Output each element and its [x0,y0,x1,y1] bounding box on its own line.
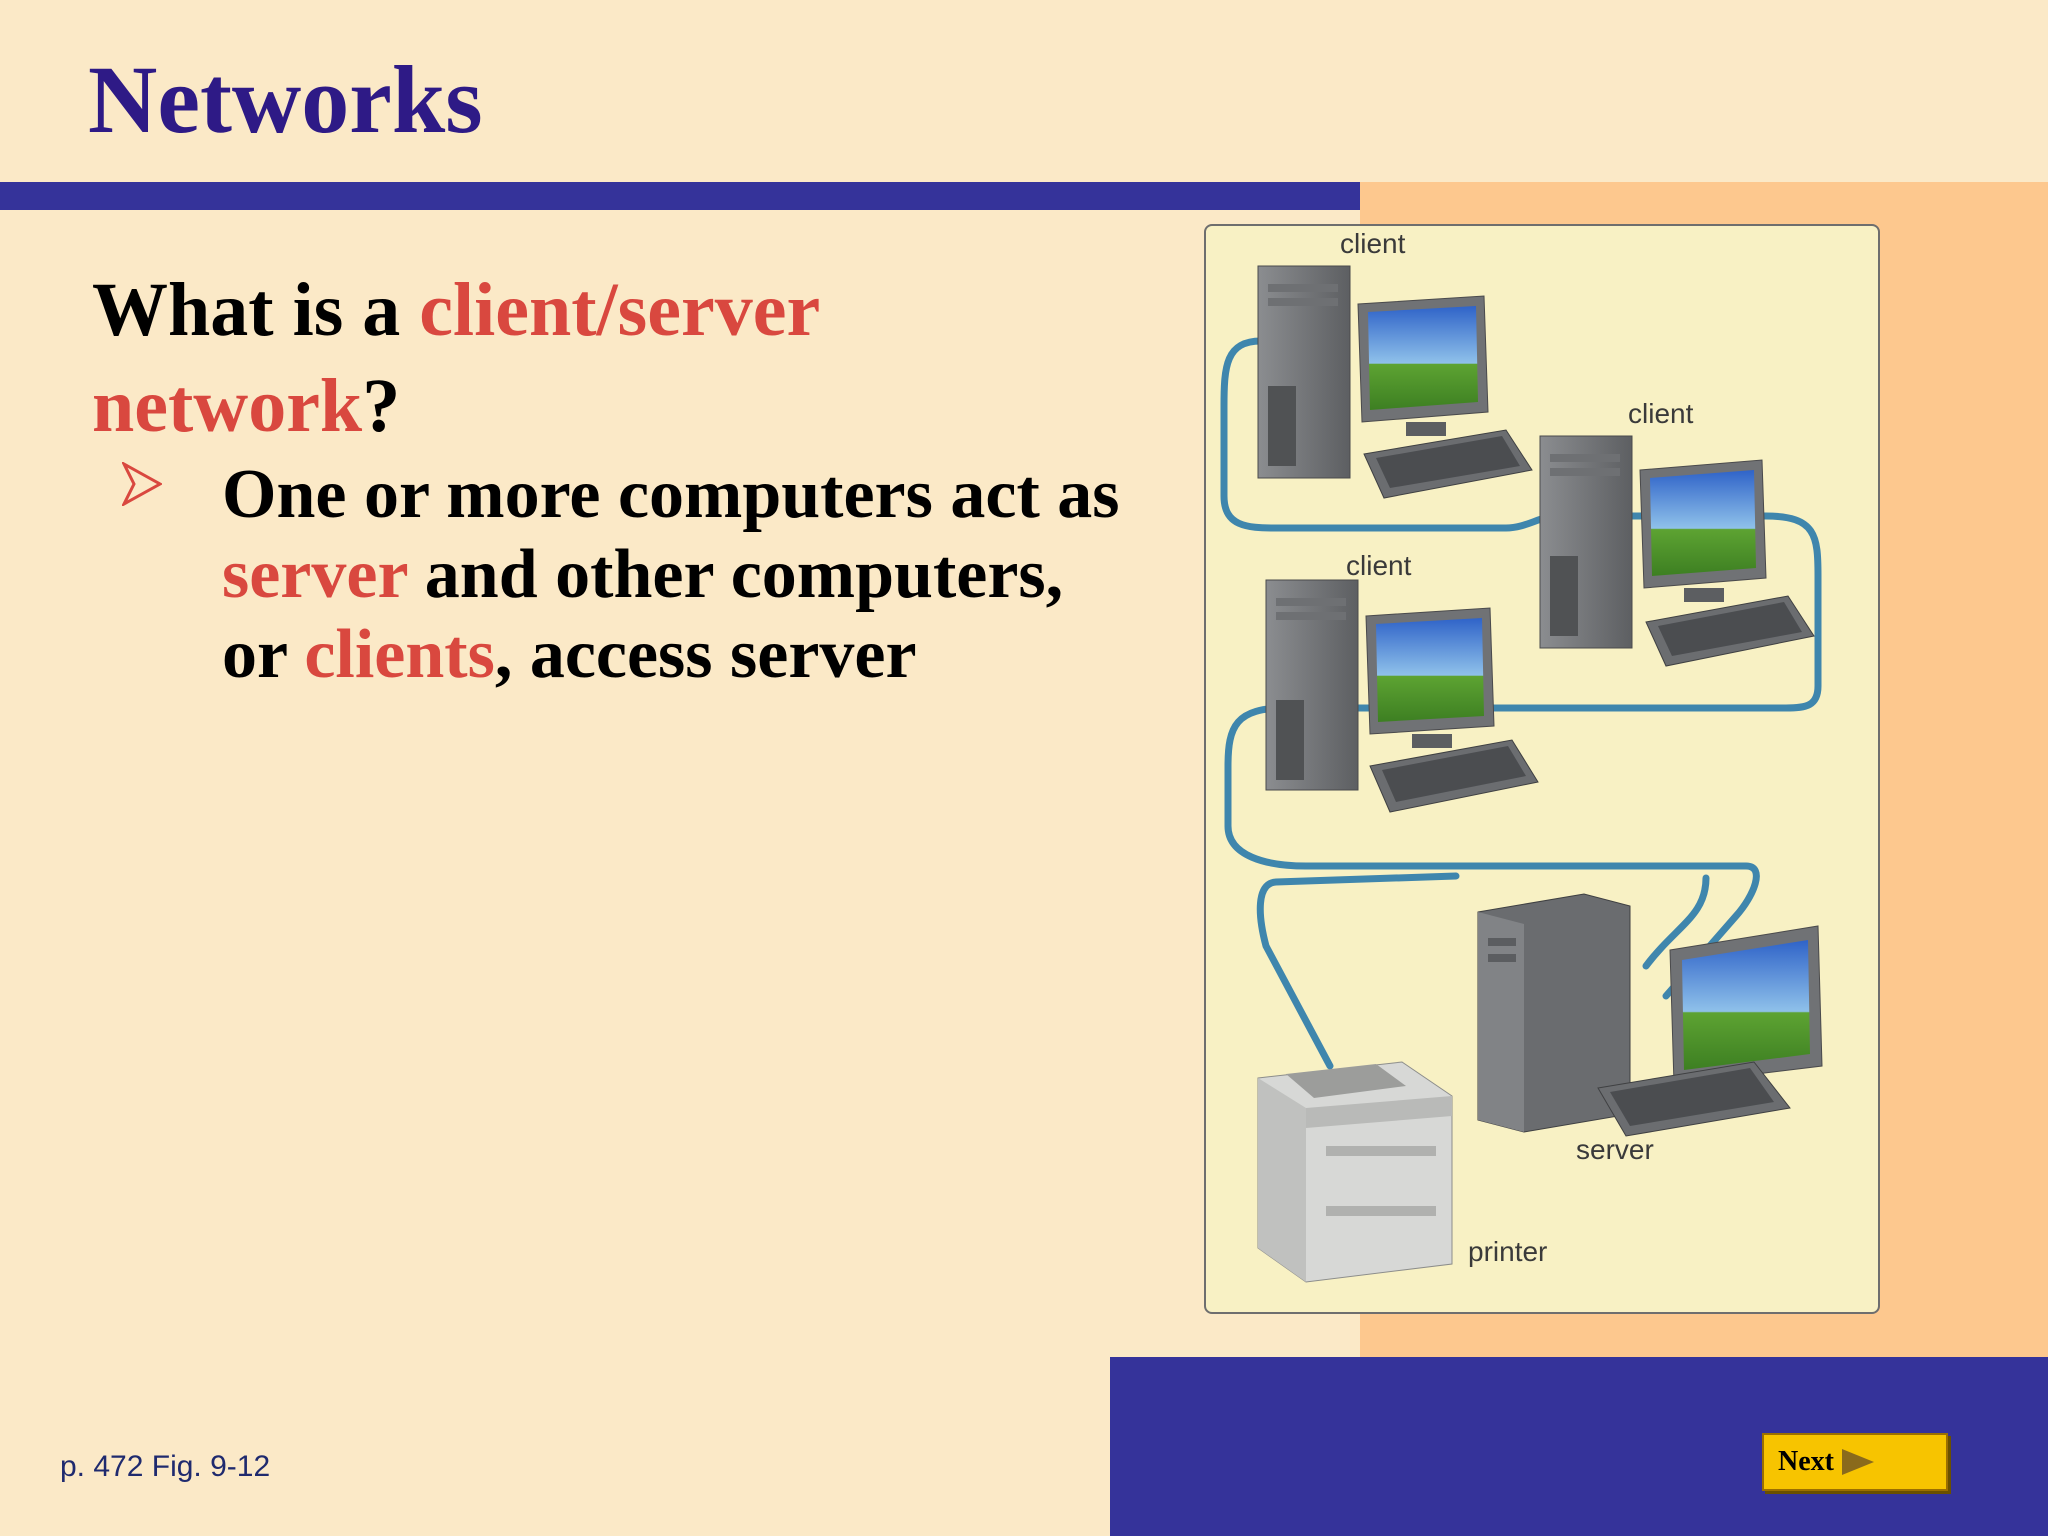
figure-reference: p. 472 Fig. 9-12 [60,1450,271,1483]
bullet-text-part-3: , access server [494,616,917,693]
client-computer-top [1257,265,1533,499]
question-prefix: What is a [92,268,420,352]
bullet-text-part-1: One or more computers act as [222,456,1120,533]
printer-cable [1256,872,1460,1070]
bullet-text-part-2: and other computers, or [222,536,1064,693]
label-printer: printer [1468,1236,1548,1267]
question-mark: ? [362,364,401,448]
next-button[interactable]: Next [1762,1433,1948,1491]
network-cable [1220,337,1822,1000]
server-cable [1642,874,1710,970]
slide-title: Networks [88,46,483,153]
printer-device [1257,1061,1453,1283]
play-arrow-icon [1841,1449,1874,1475]
bullet-arrow-icon [122,462,162,506]
client-computer-right [1539,435,1815,667]
label-client-right: client [1628,398,1694,429]
server-computer [1477,893,1823,1137]
label-client-middle: client [1346,550,1412,581]
question-heading: What is a client/server network? [92,262,1112,454]
term-network: network [92,364,363,448]
title-underline-bar [0,182,1360,210]
network-figure: client client client server printer [1204,224,1880,1314]
term-clients: clients [304,616,495,693]
label-client-top: client [1340,228,1406,259]
bullet-text: One or more computers act as server and … [222,455,1122,695]
term-server: server [222,536,408,613]
next-button-label: Next [1778,1446,1834,1477]
term-client-server: client/server [419,268,821,352]
client-computer-middle [1265,579,1539,813]
label-server: server [1576,1134,1654,1165]
network-illustration [1220,265,1823,1283]
